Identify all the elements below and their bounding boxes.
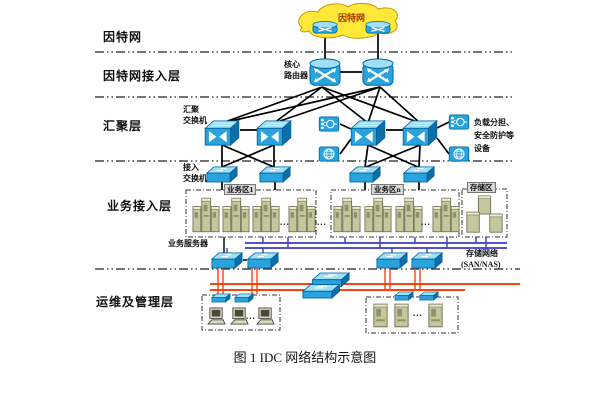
ellipsis-workstations: ... (246, 311, 256, 321)
server-cluster (364, 197, 392, 233)
ellipsis-between-zones: ... (317, 217, 327, 227)
server-cluster (333, 197, 361, 233)
layer-label-ops-management: 运维及管理层 (96, 295, 175, 309)
ellipsis-zone1-servers: ... (280, 217, 290, 227)
service-zone-1-tag: 业务区1 (224, 184, 257, 195)
core-router-2 (361, 57, 395, 87)
aggregation-switch-4 (402, 120, 438, 146)
management-server (394, 303, 409, 328)
san-switch-3 (376, 252, 408, 269)
storage-network-label: 存储网络 (SAN/NAS) (461, 249, 501, 269)
access-switch-4 (403, 166, 435, 183)
management-switch (394, 291, 414, 301)
access-switch-3 (349, 166, 381, 183)
layer-label-internet-access: 因特网接入层 (103, 69, 182, 83)
management-switch (211, 293, 231, 303)
core-router-label: 核心 路由器 (284, 60, 308, 80)
security-device-icon-left (318, 146, 340, 162)
server-cluster (432, 197, 460, 233)
service-zone-n-tag: 业务区n (371, 184, 404, 195)
ellipsis-zonen-servers: ... (421, 217, 431, 227)
layer-separator-lines (95, 51, 520, 270)
aggregation-switch-1 (204, 120, 240, 146)
security-device-icon-right (448, 146, 470, 162)
internet-edge-router-2 (365, 20, 391, 34)
storage-array (466, 195, 503, 233)
management-switch-stack (302, 272, 350, 299)
server-cluster (252, 197, 280, 233)
layer-label-internet: 因特网 (103, 30, 143, 44)
ellipsis-mgmt-servers: ... (413, 308, 423, 318)
server-cluster (288, 197, 316, 233)
management-server (373, 303, 388, 328)
load-balancer-icon-left (318, 116, 340, 132)
management-network-lines (210, 267, 520, 294)
layer-label-aggregation: 汇聚层 (103, 119, 143, 133)
server-cluster (222, 197, 250, 233)
access-switch-1 (206, 166, 238, 183)
load-balancing-security-label: 负载分担、 安全防护等 设备 (474, 118, 514, 153)
aggregation-switch-3 (350, 120, 386, 146)
figure-caption: 图 1 IDC 网络结构示意图 (233, 350, 377, 365)
aggregation-switch-2 (256, 120, 292, 146)
server-cluster (192, 197, 220, 233)
service-servers-label: 业务服务器 (168, 239, 208, 248)
san-switch-4 (411, 252, 443, 269)
management-workstation (256, 307, 275, 325)
aggregation-switch-label: 汇聚 交换机 (183, 105, 207, 125)
storage-zone-tag: 存储区 (467, 182, 496, 193)
management-switch (234, 293, 254, 303)
storage-network-lines (226, 237, 507, 253)
san-switch-1 (211, 252, 243, 269)
management-server (428, 303, 443, 328)
network-links (221, 33, 450, 261)
access-switch-label: 接入 交换机 (183, 163, 207, 183)
server-cluster (395, 197, 423, 233)
internet-cloud-label: 因特网 (338, 13, 366, 23)
management-workstation (207, 307, 226, 325)
management-switch (419, 291, 439, 301)
core-router-1 (308, 57, 342, 87)
san-switch-2 (247, 252, 279, 269)
layer-label-service-access: 业务接入层 (107, 199, 173, 213)
load-balancer-icon-right (448, 114, 470, 130)
internet-edge-router-1 (312, 20, 338, 34)
access-switch-2 (259, 166, 291, 183)
